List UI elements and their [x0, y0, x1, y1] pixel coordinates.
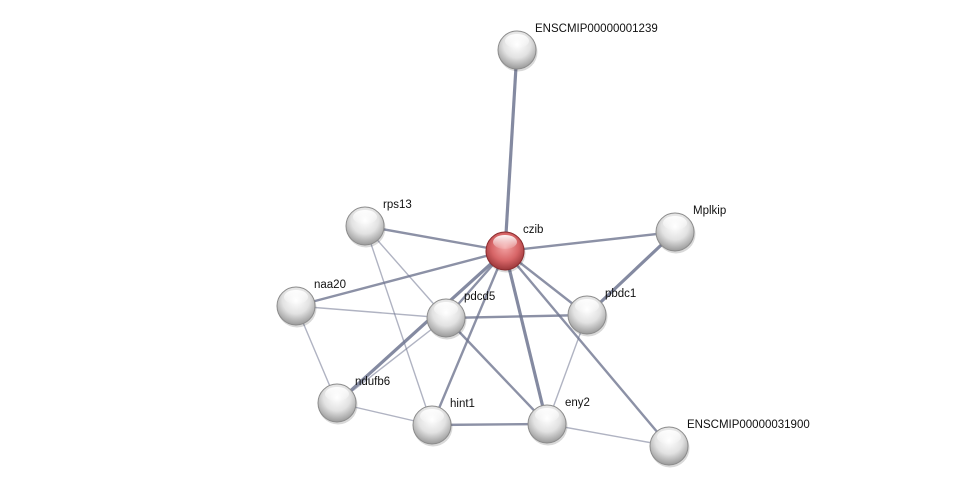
node-highlight — [657, 430, 681, 444]
node-highlight — [493, 235, 517, 249]
edge-czib-ENSCMIP00000031900[interactable] — [504, 250, 670, 447]
edge-czib-ndufb6[interactable] — [335, 249, 507, 405]
node-rps13[interactable]: rps13 — [345, 199, 412, 248]
node-label: ndufb6 — [355, 376, 390, 388]
edge-pdcd5-eny2[interactable] — [445, 317, 548, 425]
edge-naa20-pdcd5[interactable] — [295, 305, 447, 319]
edge-czib-naa20[interactable] — [295, 249, 506, 308]
node-highlight — [535, 408, 559, 422]
node-label: rps13 — [383, 199, 412, 211]
node-label: ENSCMIP00000001239 — [535, 23, 658, 35]
node-highlight — [575, 299, 599, 313]
edge-eny2-ENSCMIP00000031900[interactable] — [546, 423, 670, 447]
node-highlight — [353, 210, 377, 224]
node-label: eny2 — [565, 397, 590, 409]
node-label: pbdc1 — [605, 288, 636, 300]
node-label: czib — [523, 224, 543, 236]
node-label: pdcd5 — [464, 291, 495, 303]
node-naa20[interactable]: naa20 — [276, 279, 346, 328]
edge-czib-hint1[interactable] — [430, 250, 507, 426]
edge-czib-ENSCMIP00000001239[interactable] — [503, 49, 519, 252]
edge-czib-rps13[interactable] — [364, 224, 506, 253]
node-ENSCMIP00000001239[interactable]: ENSCMIP00000001239 — [497, 23, 658, 72]
node-highlight — [325, 387, 349, 401]
edge-pdcd5-ndufb6[interactable] — [336, 317, 447, 404]
node-highlight — [284, 290, 308, 304]
node-highlight — [420, 409, 444, 423]
edge-rps13-hint1[interactable] — [364, 225, 433, 426]
node-hint1[interactable]: hint1 — [412, 398, 475, 447]
edge-Mplkip-pbdc1[interactable] — [585, 230, 677, 317]
edge-czib-eny2[interactable] — [503, 250, 549, 425]
node-pbdc1[interactable]: pbdc1 — [567, 288, 636, 337]
node-eny2[interactable]: eny2 — [527, 397, 590, 446]
node-label: hint1 — [450, 398, 475, 410]
node-ndufb6[interactable]: ndufb6 — [317, 376, 390, 425]
node-czib[interactable]: czib — [485, 224, 543, 273]
node-highlight — [663, 216, 687, 230]
node-ENSCMIP00000031900[interactable]: ENSCMIP00000031900 — [649, 419, 810, 468]
node-highlight — [434, 302, 458, 316]
node-Mplkip[interactable]: Mplkip — [655, 205, 726, 254]
node-label: ENSCMIP00000031900 — [687, 419, 810, 431]
node-pdcd5[interactable]: pdcd5 — [426, 291, 495, 340]
node-label: Mplkip — [693, 205, 726, 217]
node-label: naa20 — [314, 279, 346, 291]
edge-rps13-pdcd5[interactable] — [364, 225, 447, 319]
node-highlight — [505, 34, 529, 48]
edge-czib-Mplkip[interactable] — [504, 230, 676, 253]
edge-pdcd5-pbdc1[interactable] — [445, 313, 588, 320]
